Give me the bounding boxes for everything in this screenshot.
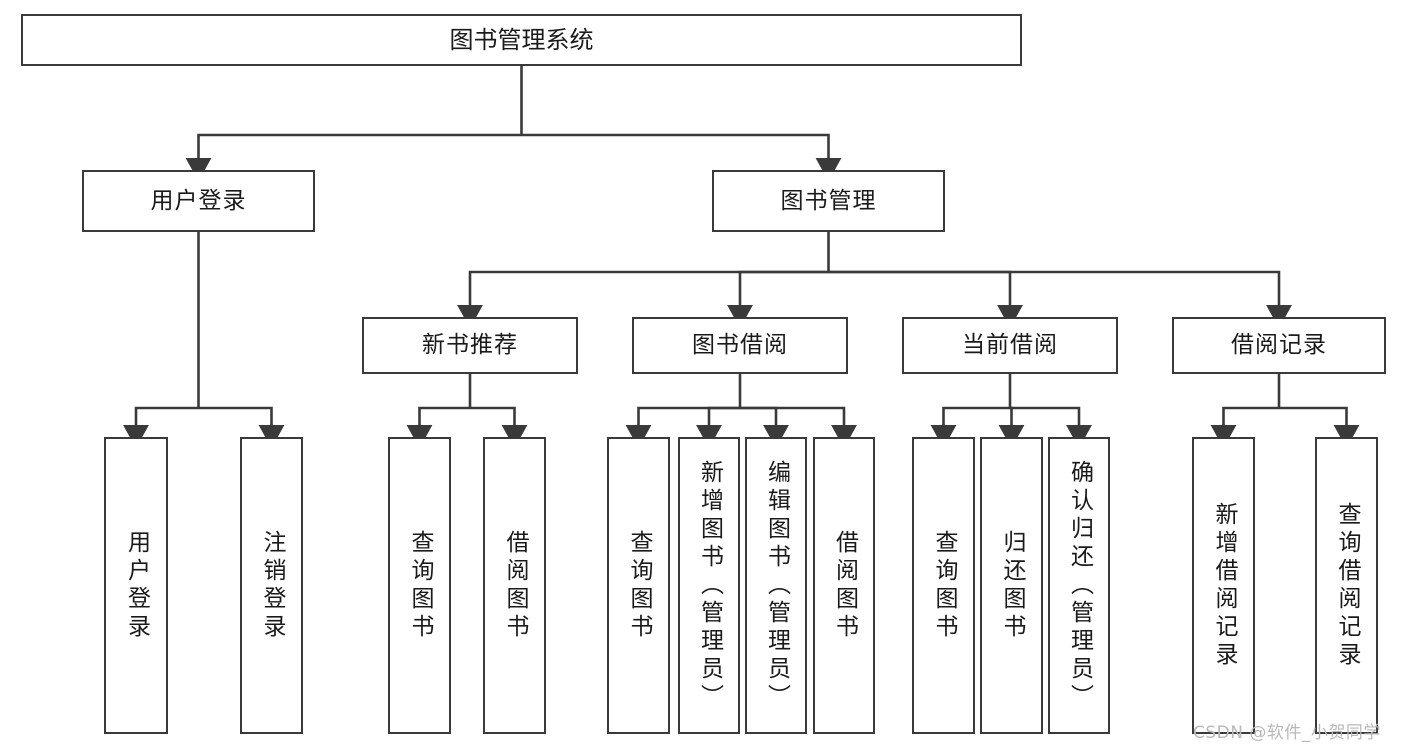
node-leaf-9[interactable]: 归还图书 [980,437,1043,734]
node-level3-3[interactable]: 借阅记录 [1172,317,1386,374]
node-leaf-4-label: 查询图书 [626,529,652,642]
node-leaf-5[interactable]: 新增图书（管理员） [678,437,740,734]
node-leaf-11-label: 新增借阅记录 [1211,501,1237,670]
node-leaf-7-label: 借阅图书 [831,529,858,642]
node-leaf-0-label: 用户登录 [123,529,150,642]
node-level3-2[interactable]: 当前借阅 [902,317,1118,374]
node-leaf-8-label: 查询图书 [931,529,957,642]
node-leaf-2-label: 查询图书 [407,529,433,642]
watermark-text: CSDN @软件_小贺同学 [1193,723,1381,743]
node-leaf-1[interactable]: 注销登录 [240,437,303,734]
node-leaf-1-label: 注销登录 [259,529,285,642]
node-level3-0-label: 新书推荐 [422,332,518,358]
node-level2-0-label: 用户登录 [150,187,247,214]
node-leaf-10-label: 确认归还（管理员） [1066,459,1093,712]
node-leaf-6-label: 编辑图书（管理员） [763,459,790,712]
node-leaf-9-label: 归还图书 [999,529,1025,642]
node-leaf-2[interactable]: 查询图书 [388,437,451,734]
node-level3-2-label: 当前借阅 [962,332,1058,358]
node-level3-0[interactable]: 新书推荐 [362,317,578,374]
node-level3-3-label: 借阅记录 [1231,332,1327,358]
node-leaf-3-label: 借阅图书 [502,529,528,642]
node-root-label: 图书管理系统 [449,26,594,54]
node-leaf-4[interactable]: 查询图书 [607,437,670,734]
node-level2-1-label: 图书管理 [780,187,877,214]
node-level2-1[interactable]: 图书管理 [712,170,945,232]
node-leaf-8[interactable]: 查询图书 [912,437,975,734]
node-leaf-12-label: 查询借阅记录 [1334,501,1360,670]
node-level2-0[interactable]: 用户登录 [82,170,315,232]
node-leaf-6[interactable]: 编辑图书（管理员） [745,437,807,734]
node-leaf-0[interactable]: 用户登录 [104,437,168,734]
node-leaf-7[interactable]: 借阅图书 [813,437,875,734]
node-leaf-3[interactable]: 借阅图书 [483,437,546,734]
node-leaf-11[interactable]: 新增借阅记录 [1192,437,1255,734]
node-leaf-10[interactable]: 确认归还（管理员） [1048,437,1110,734]
node-level3-1[interactable]: 图书借阅 [632,317,848,374]
node-leaf-12[interactable]: 查询借阅记录 [1315,437,1378,734]
node-level3-1-label: 图书借阅 [692,332,788,358]
node-leaf-5-label: 新增图书（管理员） [696,459,723,712]
node-root[interactable]: 图书管理系统 [21,14,1022,66]
